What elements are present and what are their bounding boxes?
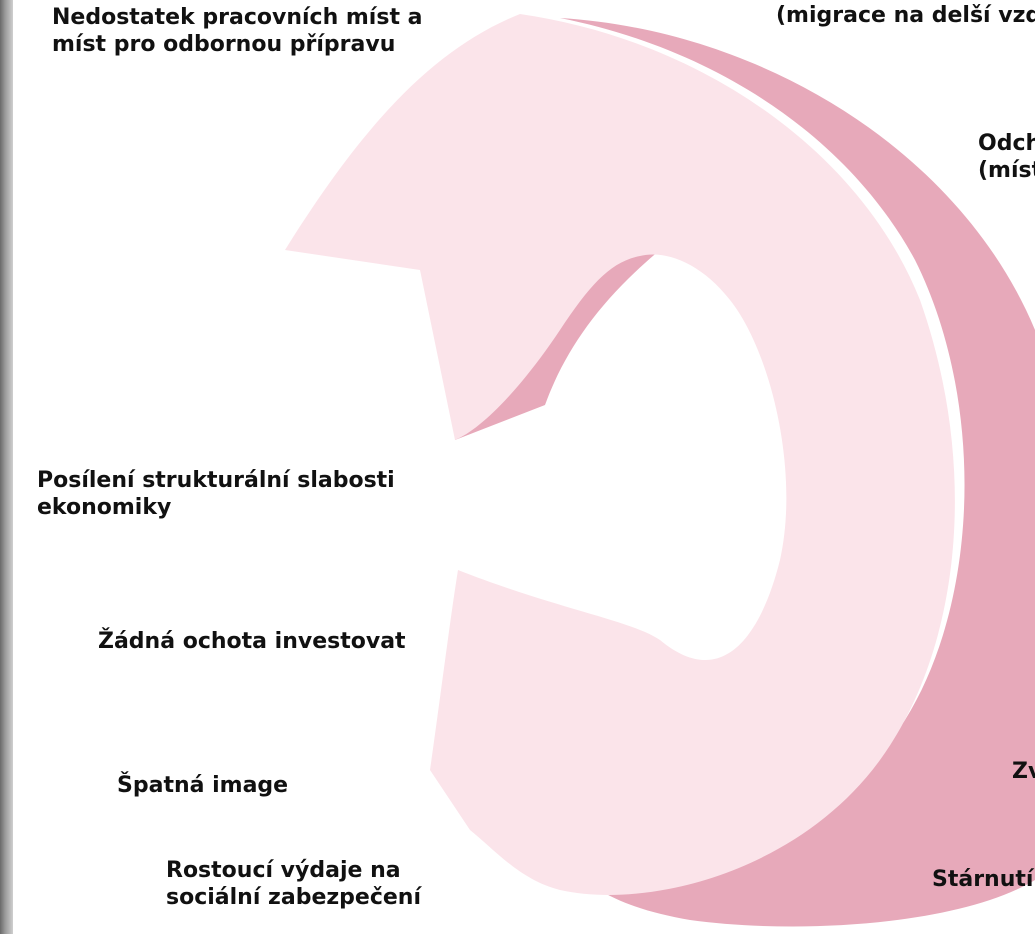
label-bad-image: Špatná image	[117, 773, 289, 798]
arrow-front-face	[285, 14, 955, 895]
label-outflow-cut: Odch (míst	[978, 131, 1035, 183]
label-migration-cut: (migrace na delší vzd	[776, 3, 1035, 28]
label-zv-cut: Zv	[1012, 759, 1035, 784]
label-social-costs: Rostoucí výdaje na sociální zabezpečení	[166, 858, 421, 910]
arrow-side-shadow	[555, 18, 1035, 927]
label-no-investment: Žádná ochota investovat	[98, 629, 406, 654]
label-lack-of-jobs: Nedostatek pracovních míst a míst pro od…	[52, 5, 423, 57]
label-aging-cut: Stárnutí	[932, 867, 1034, 892]
label-structural-weakness: Posílení strukturální slabosti ekonomiky	[37, 468, 395, 520]
left-frame-edge	[0, 0, 13, 934]
